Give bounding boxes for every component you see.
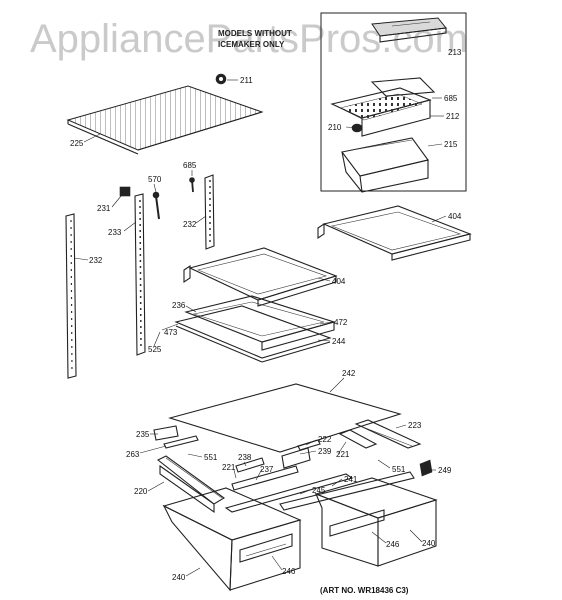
callout-263: 263 xyxy=(126,450,140,459)
glass-shelf-right-part xyxy=(317,205,472,261)
callout-210: 210 xyxy=(328,123,342,132)
callout-223: 223 xyxy=(408,421,422,430)
callout-231: 231 xyxy=(97,204,111,213)
crisper-drawer-left-part xyxy=(162,487,302,592)
nut-part xyxy=(215,73,227,85)
crisper-glass-part xyxy=(168,383,402,453)
front-trim-left-part xyxy=(153,425,199,449)
inset-note-line2: ICEMAKER ONLY xyxy=(218,40,285,49)
callout-236: 236 xyxy=(172,301,186,310)
callout-245: 245 xyxy=(312,486,326,495)
glass-shelf-middle-part xyxy=(183,247,338,307)
callout-221-left: 221 xyxy=(222,463,236,472)
ice-bin-part xyxy=(341,137,429,193)
callout-249: 249 xyxy=(438,466,452,475)
callout-404-middle: 404 xyxy=(332,277,346,286)
callout-232-upper: 232 xyxy=(183,220,197,229)
ice-rack-part xyxy=(330,77,436,137)
center-divider-part xyxy=(224,471,415,513)
callout-238: 238 xyxy=(238,453,252,462)
callout-241: 241 xyxy=(344,475,358,484)
callout-237: 237 xyxy=(260,465,274,474)
callout-244: 244 xyxy=(332,337,346,346)
callout-222: 222 xyxy=(318,435,332,444)
crisper-drawer-right-part xyxy=(314,477,438,567)
callout-473: 473 xyxy=(164,328,178,337)
left-rail-part xyxy=(156,455,225,514)
center-rail-part xyxy=(338,429,378,449)
callout-404-right: 404 xyxy=(448,212,462,221)
callout-246-right: 246 xyxy=(386,540,400,549)
art-number: (ART NO. WR18436 C3) xyxy=(320,586,409,595)
callout-685-inset: 685 xyxy=(444,94,458,103)
ice-tray-part xyxy=(371,17,447,43)
callout-215: 215 xyxy=(444,140,458,149)
callout-211: 211 xyxy=(240,76,253,85)
callout-213: 213 xyxy=(448,48,462,57)
callout-551-left: 551 xyxy=(204,453,218,462)
callout-570: 570 xyxy=(148,175,162,184)
ladder-rails xyxy=(65,174,215,379)
callout-240-right: 240 xyxy=(422,539,436,548)
callout-232-lower: 232 xyxy=(89,256,103,265)
screw-part xyxy=(152,191,160,220)
callout-242: 242 xyxy=(342,369,356,378)
bracket-part xyxy=(419,459,433,477)
callout-525: 525 xyxy=(148,345,162,354)
callout-551-right: 551 xyxy=(392,465,406,474)
callout-221-right: 221 xyxy=(336,450,350,459)
wire-shelf-part xyxy=(66,85,264,155)
callout-235: 235 xyxy=(136,430,150,439)
callout-225: 225 xyxy=(70,139,84,148)
callout-220: 220 xyxy=(134,487,148,496)
inset-note-line1: MODELS WITHOUT xyxy=(218,29,292,38)
callout-240-left: 240 xyxy=(172,573,186,582)
callout-472: 472 xyxy=(334,318,348,327)
clip-part xyxy=(119,186,131,197)
part-callouts: 213 211 685 212 210 215 225 570 685 231 … xyxy=(70,48,462,582)
callout-212: 212 xyxy=(446,112,460,121)
leader-lines xyxy=(73,79,447,577)
screw-small-part xyxy=(189,177,195,193)
crisper-cover-part xyxy=(174,295,336,363)
right-rail-part xyxy=(354,419,422,449)
callout-233: 233 xyxy=(108,228,122,237)
callout-239: 239 xyxy=(318,447,332,456)
callout-246-left: 246 xyxy=(282,567,296,576)
callout-685: 685 xyxy=(183,161,197,170)
